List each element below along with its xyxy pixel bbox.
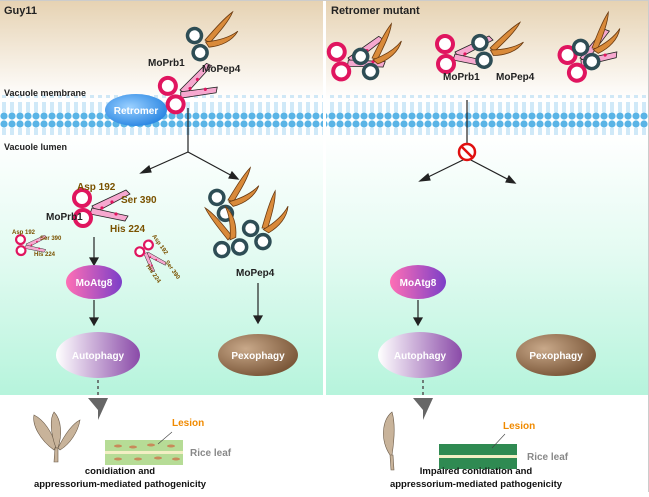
outcome-text-line1: conidiation and [85, 466, 155, 477]
moatg8-right-label: MoAtg8 [400, 278, 437, 289]
mopep4-top-label: MoPep4 [202, 64, 241, 75]
rice-leaf-label: Rice leaf [190, 448, 232, 459]
small-asp-label: Asp 192 [12, 230, 36, 236]
pexophagy-node [218, 334, 298, 376]
lesion-right-label: Lesion [503, 421, 535, 432]
lesions [114, 443, 180, 461]
retromer-complex [105, 94, 167, 126]
small-ser-label: Ser 390 [40, 236, 62, 242]
moatg8-label: MoAtg8 [76, 278, 113, 289]
right-arrow-to-autophagy [412, 300, 424, 327]
conidia-icon [33, 411, 81, 463]
lesion-label: Lesion [172, 418, 204, 429]
arrows-to-processes [88, 237, 264, 327]
autophagy-node-right [378, 332, 462, 378]
moprb1-top-label: MoPrb1 [148, 58, 185, 69]
panel-divider [323, 0, 326, 492]
small-his-label: His 224 [34, 252, 56, 258]
blocked-arrows [418, 100, 517, 184]
conidium-icon-right [383, 411, 395, 471]
moatg8-node [66, 265, 122, 299]
blocked-icon [457, 142, 477, 162]
retromer-label: Retromer [114, 106, 159, 117]
outcome-right-text-line2: appressorium-mediated pathogenicity [390, 479, 563, 490]
rice-leaf-right-label: Rice leaf [527, 452, 569, 463]
right-panel-title: Retromer mutant [331, 5, 420, 17]
mopep4-right-label: MoPep4 [496, 72, 535, 83]
left-panel-title: Guy11 [4, 5, 37, 17]
mopep4-lumen-label: MoPep4 [236, 268, 275, 279]
moprb1-right-label: MoPrb1 [443, 72, 480, 83]
his-residue-label: His 224 [110, 224, 145, 235]
autophagy-node [56, 332, 140, 378]
ser-residue-label: Ser 390 [121, 195, 157, 206]
autophagy-right-label: Autophagy [394, 351, 447, 362]
asp-residue-label: Asp 192 [77, 182, 116, 193]
pexophagy-node-right [516, 334, 596, 376]
outcome-arrow-icon-right [413, 398, 433, 420]
outcome-arrow-icon [88, 398, 108, 420]
pexophagy-right-label: Pexophagy [529, 351, 583, 362]
autophagy-label: Autophagy [72, 351, 125, 362]
vacuole-lumen-label: Vacuole lumen [4, 142, 67, 152]
outcome-right-text-line1: Impaired conidiation and [420, 466, 533, 477]
branching-arrows [139, 108, 240, 180]
outcome-text-line2: appressorium-mediated pathogenicity [34, 479, 207, 490]
moatg8-node-right [390, 265, 446, 299]
pexophagy-label: Pexophagy [231, 351, 285, 362]
vacuole-membrane-label: Vacuole membrane [4, 88, 86, 98]
moprb1-lumen-label: MoPrb1 [46, 212, 83, 223]
